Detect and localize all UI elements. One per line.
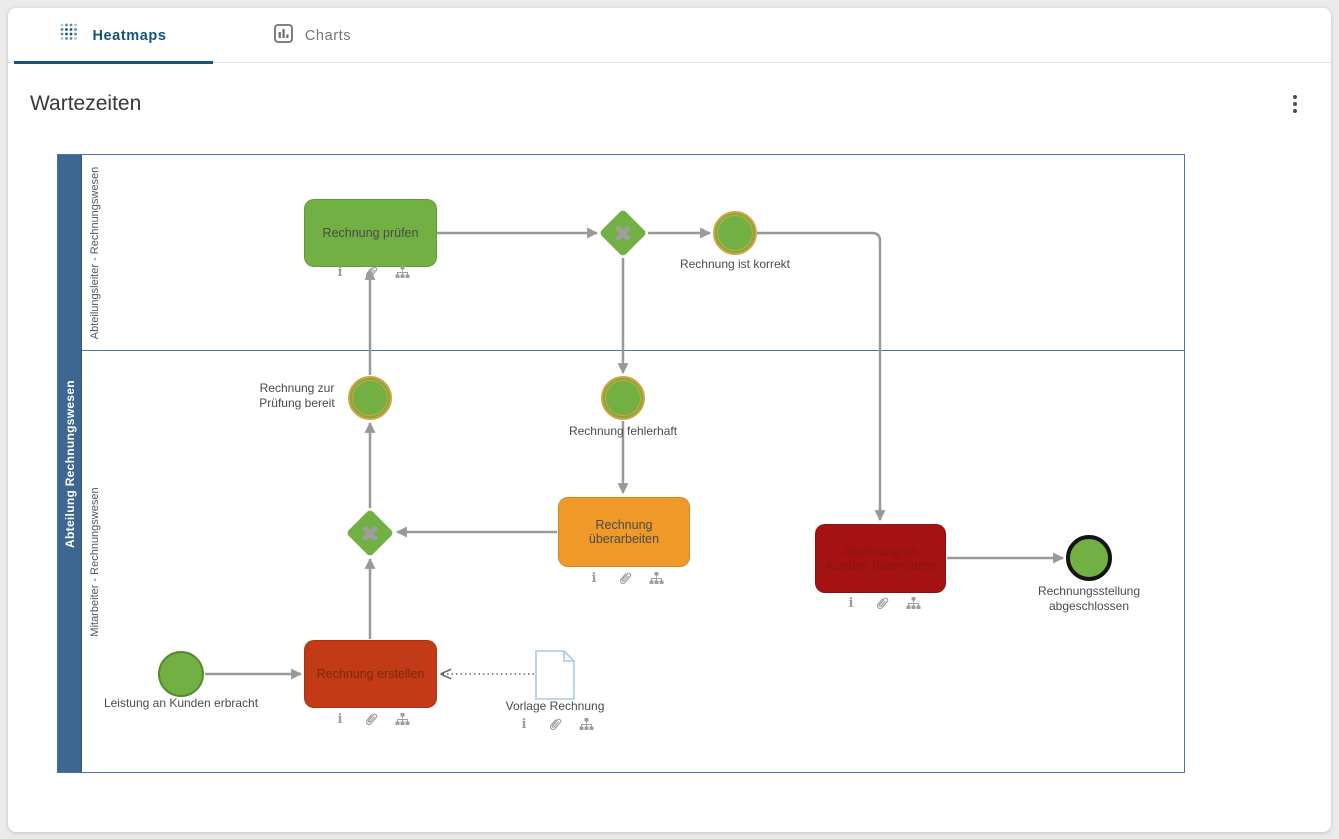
- hierarchy-icon[interactable]: [394, 264, 410, 280]
- task-rechnung-pruefen[interactable]: Rechnung prüfen: [304, 199, 437, 267]
- task-ueberarbeiten-attr-icons: i: [586, 570, 664, 586]
- active-tab-underline: [14, 61, 213, 64]
- task-rechnung-ueberarbeiten[interactable]: Rechnung überarbeiten: [558, 497, 690, 567]
- task-pruefen-attr-icons: i: [332, 264, 410, 280]
- info-icon[interactable]: i: [591, 570, 597, 586]
- pool-abteilung-rechnungswesen: Abteilung Rechnungswesen Abteilungsleite…: [57, 154, 1185, 773]
- info-icon[interactable]: i: [337, 711, 343, 727]
- exclusive-gateway-lower[interactable]: [345, 508, 395, 558]
- hierarchy-icon[interactable]: [394, 711, 410, 727]
- attachment-icon[interactable]: [547, 716, 563, 732]
- document-icon: [535, 650, 575, 700]
- info-icon[interactable]: i: [848, 595, 854, 611]
- lane-mitarbeiter-label: Mitarbeiter - Rechnungswesen: [89, 487, 101, 637]
- lane-abteilungsleiter-label: Abteilungsleiter - Rechnungswesen: [89, 166, 101, 339]
- pool-label: Abteilung Rechnungswesen: [62, 379, 77, 548]
- event-rechnungsstellung-abgeschlossen[interactable]: [1066, 535, 1112, 581]
- exclusive-gateway-upper[interactable]: [598, 208, 648, 258]
- attachment-icon[interactable]: [874, 595, 890, 611]
- task-rechnung-erstellen[interactable]: Rechnung erstellen: [304, 640, 437, 708]
- data-object-vorlage-rechnung[interactable]: [535, 650, 575, 700]
- tab-bar: Heatmaps Charts: [8, 8, 1331, 64]
- lane-abteilungsleiter: Abteilungsleiter - Rechnungswesen: [82, 155, 1185, 351]
- task-uebermitteln-attr-icons: i: [843, 595, 921, 611]
- kebab-dot: [1293, 102, 1297, 106]
- tab-heatmaps-label: Heatmaps: [92, 27, 167, 44]
- event-rechnung-fehlerhaft[interactable]: [601, 376, 645, 420]
- bar-chart-icon: [273, 23, 293, 48]
- attachment-icon[interactable]: [363, 711, 379, 727]
- tab-charts-label: Charts: [304, 27, 352, 44]
- tab-charts[interactable]: Charts: [213, 8, 412, 63]
- attachment-icon[interactable]: [363, 264, 379, 280]
- kebab-dot: [1293, 95, 1297, 99]
- kebab-menu-button[interactable]: [1285, 94, 1305, 116]
- data-object-attr-icons: i: [516, 716, 594, 732]
- event-rechnung-ist-korrekt[interactable]: [713, 211, 757, 255]
- task-rechnung-uebermitteln[interactable]: Rechnung an Kunden übermitteln: [815, 524, 946, 593]
- pool-header-bar: Abteilung Rechnungswesen: [58, 155, 82, 772]
- hierarchy-icon[interactable]: [648, 570, 664, 586]
- info-icon[interactable]: i: [337, 264, 343, 280]
- hierarchy-icon[interactable]: [578, 716, 594, 732]
- tab-heatmaps[interactable]: Heatmaps: [14, 8, 213, 64]
- event-leistung-an-kunden-erbracht[interactable]: [158, 651, 204, 697]
- hierarchy-icon[interactable]: [905, 595, 921, 611]
- task-erstellen-attr-icons: i: [332, 711, 410, 727]
- page-title: Wartezeiten: [30, 92, 142, 115]
- event-rechnung-zur-pruefung-bereit[interactable]: [348, 376, 392, 420]
- info-icon[interactable]: i: [521, 716, 527, 732]
- attachment-icon[interactable]: [617, 570, 633, 586]
- kebab-dot: [1293, 109, 1297, 113]
- heatmap-dot-grid-icon: [60, 23, 80, 48]
